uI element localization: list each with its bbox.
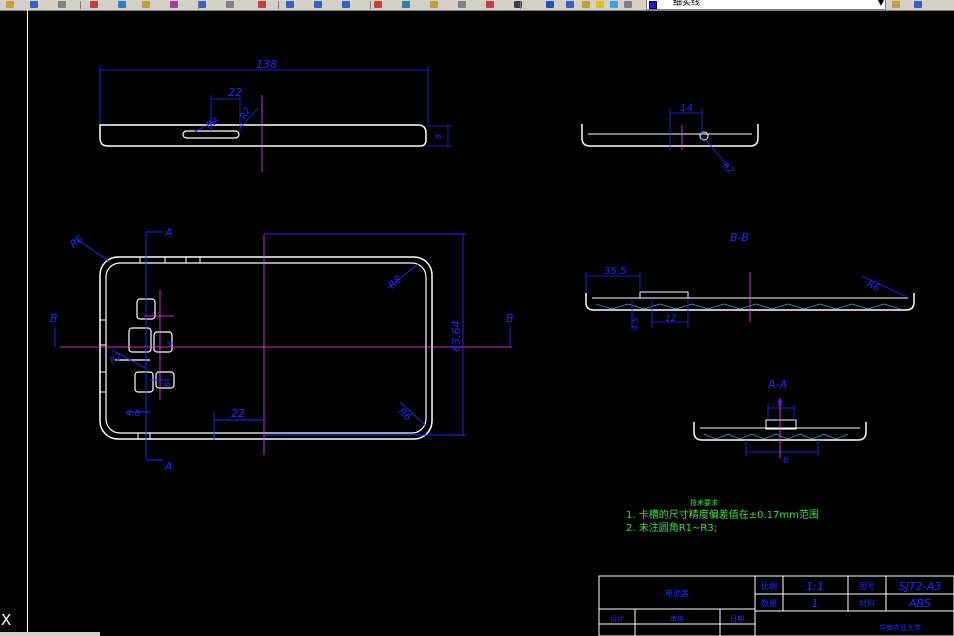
plan-view: A A B B R6 R8 63.64 22 4.8 R2 8 4 R6 [50, 226, 514, 473]
right-top-view: 14 R2 [581, 103, 759, 177]
layer-on-icon[interactable] [594, 0, 606, 9]
zoom-realtime-icon[interactable] [284, 0, 296, 9]
dim-top-slot-spacing: 22 [228, 86, 242, 99]
left-panel-border: X [0, 10, 28, 634]
section-aa: A-A 8 6 [693, 378, 867, 466]
section-bb-title: B-B [730, 231, 749, 244]
standard-toolbar: 细实线 ▼ [0, 0, 954, 11]
title-block-drawing-no: SJT2-A3 [899, 580, 941, 593]
notes-heading: 技术要求 [690, 499, 718, 507]
dim-right-top-r2: R2 [720, 161, 736, 177]
chevron-down-icon[interactable]: ▼ [877, 0, 884, 7]
paste-icon[interactable] [140, 0, 152, 9]
dim-plan-r-corner-bottom: R6 [396, 406, 413, 423]
layer-walk-icon[interactable] [912, 0, 924, 9]
copy-icon[interactable] [116, 0, 128, 9]
properties-icon[interactable] [372, 0, 384, 9]
layer-dropdown[interactable]: 细实线 ▼ [646, 0, 886, 10]
match-properties-icon[interactable] [168, 0, 180, 9]
toolbar-separator [370, 1, 371, 9]
title-block: 电池盖 比例 1:1 图号 SJT2-A3 数量 1 材料 ABS 设计 审核 … [598, 575, 954, 636]
open-file-icon[interactable] [4, 0, 16, 9]
dim-bb-355: 35.5 [604, 266, 626, 277]
pan-icon[interactable] [256, 0, 268, 9]
dim-bb-r6: R6 [865, 279, 882, 295]
title-block-material-value: ABS [908, 597, 931, 610]
print-icon[interactable] [56, 0, 68, 9]
dim-top-thickness: 8 [434, 134, 443, 139]
cut-b-right: B [506, 312, 514, 325]
title-block-designer-label: 设计 [610, 614, 624, 623]
cut-a-bottom: A [164, 460, 173, 473]
markup-icon[interactable] [484, 0, 496, 9]
toolbar-separator [520, 1, 521, 9]
toolbar-separator [198, 1, 199, 9]
sheet-set-icon[interactable] [456, 0, 468, 9]
layer-color-swatch [649, 1, 657, 9]
dim-bb-45: 4.5 [631, 317, 640, 330]
title-block-drawing-no-label: 图号 [859, 582, 875, 591]
layout-tabs-bar[interactable] [0, 632, 100, 636]
dim-top-r-left: R2 [205, 116, 220, 130]
cut-icon[interactable] [88, 0, 100, 9]
calculator-icon[interactable] [512, 0, 524, 9]
title-block-scale-value: 1:1 [806, 580, 824, 593]
title-block-date-label: 日期 [730, 615, 744, 623]
help-icon[interactable] [544, 0, 556, 9]
notes-line-1: 1. 卡槽的尺寸精度偏差值在±0.17mm范围 [626, 510, 819, 521]
layer-freeze-icon[interactable] [608, 0, 620, 9]
section-aa-title: A-A [767, 378, 787, 391]
dim-plan-height: 63.64 [450, 321, 463, 353]
dim-plan-r-left: R2 [109, 352, 125, 367]
cut-b-left: B [50, 312, 58, 325]
title-block-scale-label: 比例 [761, 581, 777, 591]
dim-top-overall: 138 [256, 58, 277, 71]
title-block-qty-value: 1 [812, 597, 819, 610]
dim-aa-6: 6 [783, 456, 789, 466]
layer-state-icon[interactable] [580, 0, 592, 9]
dim-plan-left-48: 4.8 [126, 409, 141, 419]
dim-plan-r-corner: R6 [68, 234, 85, 251]
section-bb: B-B 35.5 R6 4.5 12 [585, 231, 915, 330]
layer-name: 细实线 [673, 0, 701, 8]
layer-previous-icon[interactable] [890, 0, 902, 9]
title-block-name: 电池盖 [665, 588, 689, 598]
dim-bb-12: 12 [665, 314, 677, 324]
dim-plan-8: 8 [163, 382, 172, 387]
design-center-icon[interactable] [400, 0, 412, 9]
dim-plan-bottom-22: 22 [231, 407, 245, 420]
save-icon[interactable] [28, 0, 40, 9]
undo-icon[interactable] [196, 0, 208, 9]
dim-right-top-14: 14 [680, 103, 693, 114]
layer-manager-icon[interactable] [564, 0, 576, 9]
dim-plan-4: 4 [166, 341, 175, 346]
title-block-material-label: 材料 [859, 598, 875, 608]
cut-a-top: A [164, 226, 173, 239]
toolbar-separator [278, 1, 279, 9]
zoom-previous-icon[interactable] [340, 0, 352, 9]
notes-line-2: 2. 未注圆角R1~R3; [626, 523, 718, 534]
toolbar-separator [80, 1, 81, 9]
title-block-checker-label: 审核 [670, 614, 684, 623]
dim-top-r-right: R2 [239, 106, 254, 122]
title-block-qty-label: 数量 [761, 598, 777, 608]
title-block-school: 华南农业大学 [879, 623, 921, 632]
top-view: 138 22 R2 R2 8 [99, 58, 452, 172]
zoom-window-icon[interactable] [312, 0, 324, 9]
ucs-x-label: X [1, 611, 12, 629]
layer-lock-icon[interactable] [622, 0, 634, 9]
redo-icon[interactable] [224, 0, 236, 9]
tool-palettes-icon[interactable] [428, 0, 440, 9]
